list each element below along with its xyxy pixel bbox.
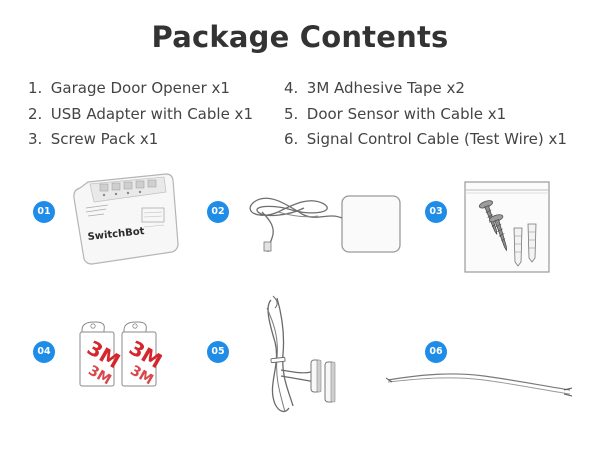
list-item: 3. Screw Pack x1: [28, 127, 253, 153]
item-badge-04: 04: [33, 341, 55, 363]
list-item: 2. USB Adapter with Cable x1: [28, 102, 253, 128]
list-item-number: 5.: [284, 104, 299, 123]
list-item-number: 3.: [28, 130, 43, 148]
contents-list-left: 1. Garage Door Opener x1 2. USB Adapter …: [28, 76, 253, 153]
door-sensor-cable-icon: [266, 295, 336, 413]
list-item-number: 2.: [28, 104, 43, 123]
item-badge-02: 02: [207, 201, 229, 223]
list-item-label: Signal Control Cable (Test Wire) x1: [306, 130, 567, 148]
list-item-label: Garage Door Opener x1: [50, 79, 230, 97]
item-badge-01: 01: [33, 201, 55, 223]
item-badge-05: 05: [207, 341, 229, 363]
usb-adapter-cable-icon: [249, 195, 401, 253]
page-title: Package Contents: [151, 20, 449, 54]
item-badge-06: 06: [425, 341, 447, 363]
item-badge-03: 03: [425, 201, 447, 223]
3m-adhesive-tape-icon: 3M 3M 3M 3M: [79, 321, 162, 388]
list-item-label: Door Sensor with Cable x1: [306, 104, 507, 123]
list-item-label: 3M Adhesive Tape x2: [306, 79, 465, 97]
contents-list-right: 4. 3M Adhesive Tape x2 5. Door Sensor wi…: [284, 76, 567, 153]
list-item-label: Screw Pack x1: [50, 130, 159, 148]
list-item-label: USB Adapter with Cable x1: [50, 104, 253, 123]
signal-control-cable-icon: [385, 373, 573, 397]
list-item: 1. Garage Door Opener x1: [28, 76, 253, 102]
list-item-number: 6.: [284, 130, 299, 148]
list-item: 4. 3M Adhesive Tape x2: [284, 76, 567, 102]
list-item: 5. Door Sensor with Cable x1: [284, 102, 567, 128]
list-item-number: 1.: [28, 79, 43, 97]
garage-door-opener-device-icon: SwitchBot: [73, 173, 179, 265]
screw-pack-icon: [464, 181, 550, 273]
list-item-number: 4.: [284, 79, 299, 97]
list-item: 6. Signal Control Cable (Test Wire) x1: [284, 127, 567, 153]
